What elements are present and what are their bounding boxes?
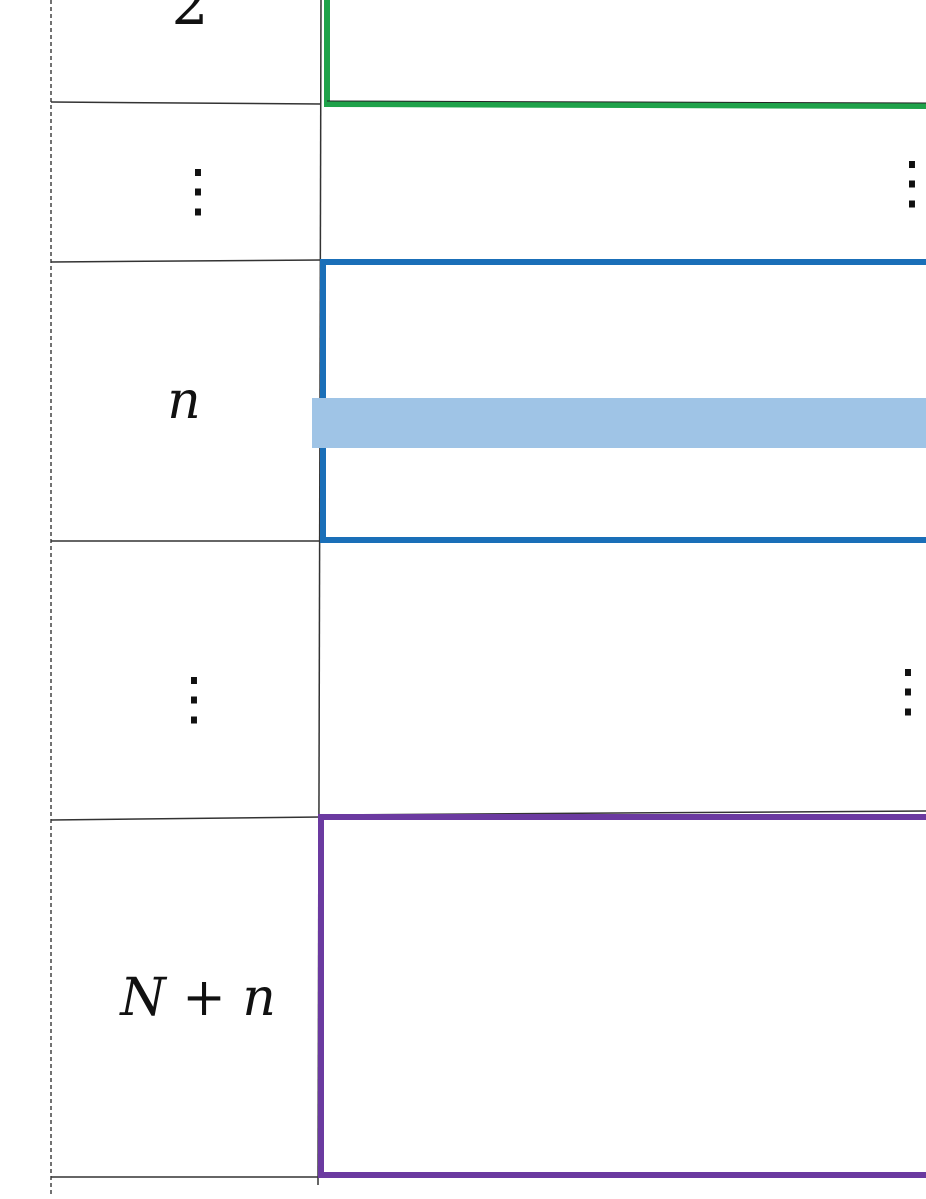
row-label-vdots: ⋮ [169,156,227,224]
row-separator [50,816,322,821]
cell-vdots: ⋮ [879,656,926,724]
cell-vdots: ⋮ [883,148,926,216]
row-label-2: 2 [172,0,209,38]
green-box [324,0,926,109]
row-label-N-plus-n: N + n [118,968,276,1028]
purple-box [318,814,926,1178]
row-label-vdots: ⋮ [165,664,223,732]
green-box-inner-line [326,100,926,104]
row-separator [50,101,322,105]
row-separator [50,259,322,263]
highlight-band [312,398,926,448]
row-label-n: n [167,371,201,431]
